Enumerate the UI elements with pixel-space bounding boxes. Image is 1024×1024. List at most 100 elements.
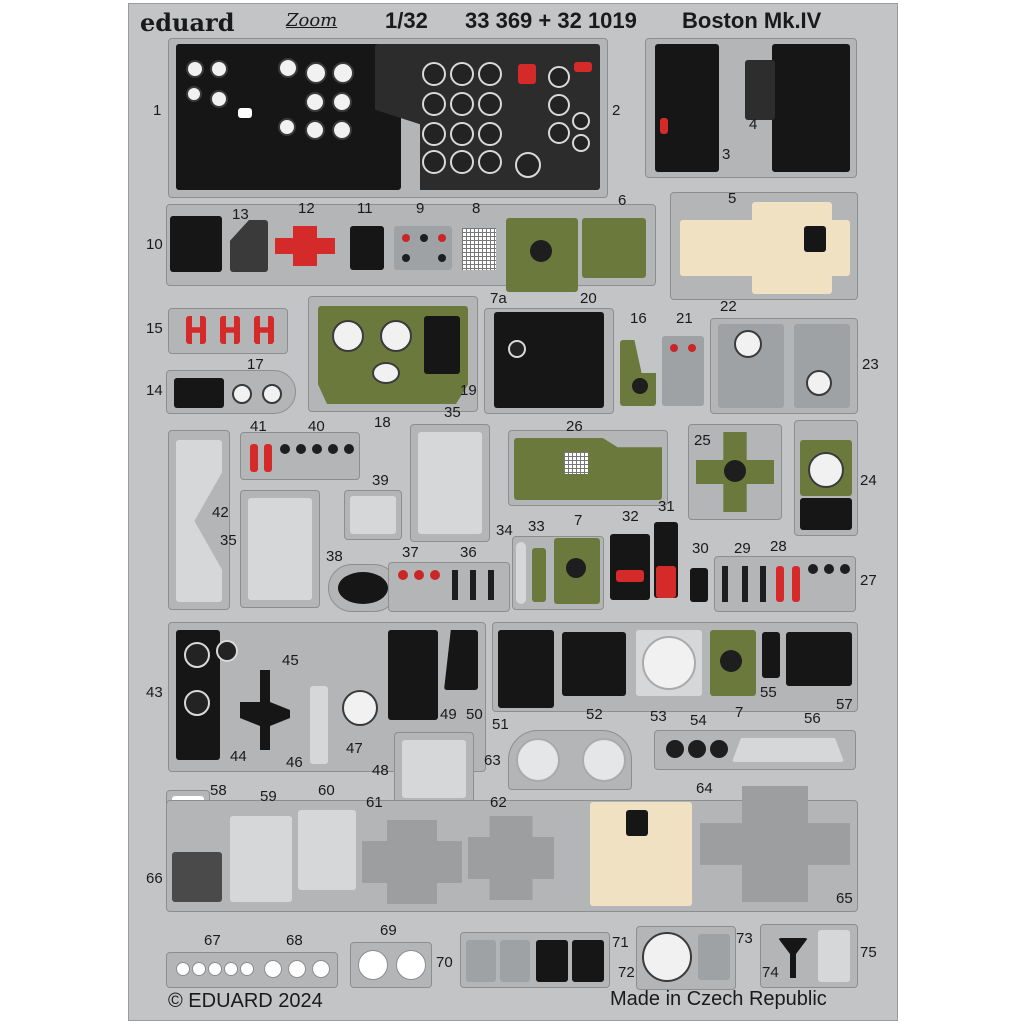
gauge	[450, 92, 474, 116]
part-37-knob	[398, 570, 408, 580]
part-label-68: 68	[286, 932, 303, 949]
part-54-knob	[710, 740, 728, 758]
frame-part-40-41	[240, 432, 360, 480]
part-29-switch	[722, 566, 728, 602]
part-68-disc	[288, 960, 306, 978]
part-40-knob	[344, 444, 354, 454]
part-label-12: 12	[298, 200, 315, 217]
part-56	[732, 738, 844, 762]
knob	[402, 254, 410, 262]
part-33	[532, 548, 546, 602]
part-label-19: 19	[460, 382, 477, 399]
part-label-54: 54	[690, 712, 707, 729]
part-20-panel	[494, 312, 604, 408]
part-label-9: 9	[416, 200, 425, 217]
part-57	[786, 632, 852, 686]
part-label-47: 47	[346, 740, 363, 757]
part-label-26: 26	[566, 418, 583, 435]
gauge	[422, 62, 446, 86]
part-71-b	[572, 940, 604, 982]
part-label-56: 56	[804, 710, 821, 727]
part-35-a	[248, 498, 312, 600]
part-label-45: 45	[282, 652, 299, 669]
part-label-18: 18	[374, 414, 391, 431]
part-38	[338, 572, 388, 604]
part-label-23: 23	[862, 356, 879, 373]
part-3-panel	[655, 44, 719, 172]
part-19-sub	[424, 316, 460, 374]
part-41-b	[264, 444, 272, 472]
part-27-knob	[808, 564, 818, 574]
part-label-24: 24	[860, 472, 877, 489]
part-36-switch	[452, 570, 458, 600]
part-75	[818, 930, 850, 982]
part-70-a	[466, 940, 496, 982]
gauge	[548, 94, 570, 116]
part-6	[582, 218, 646, 278]
part-label-74: 74	[762, 964, 779, 981]
part-11	[350, 226, 384, 270]
gauge	[332, 120, 352, 140]
part-label-4: 4	[749, 116, 758, 133]
gauge	[572, 134, 590, 152]
part-4-panel	[772, 44, 850, 172]
part-label-41: 41	[250, 418, 267, 435]
part-label-10: 10	[146, 236, 163, 253]
part-64-placard	[626, 810, 648, 836]
part-63-disc	[582, 738, 626, 782]
part-label-62: 62	[490, 794, 507, 811]
gauge	[278, 118, 296, 136]
gauge	[515, 152, 541, 178]
part-label-67: 67	[204, 932, 221, 949]
gauge	[478, 150, 502, 174]
part-15-c	[254, 316, 274, 344]
part-label-55: 55	[760, 684, 777, 701]
part-66	[172, 852, 222, 902]
frame-part-27-29	[714, 556, 856, 612]
part-label-66: 66	[146, 870, 163, 887]
part-label-1: 1	[153, 102, 162, 119]
part-40-knob	[296, 444, 306, 454]
part-15-a	[186, 316, 206, 344]
knob	[420, 234, 428, 242]
part-label-11: 11	[357, 200, 373, 217]
scale-label: 1/32	[385, 8, 428, 33]
part-40-knob	[280, 444, 290, 454]
part-label-40: 40	[308, 418, 325, 435]
part-36-switch	[470, 570, 476, 600]
part-9	[394, 226, 452, 270]
part-label-49: 49	[440, 706, 457, 723]
part-40-knob	[312, 444, 322, 454]
origin-text: Made in Czech Republic	[610, 988, 827, 1010]
gauge	[548, 66, 570, 88]
part-10	[170, 216, 222, 272]
part-label-7b: 7	[574, 512, 583, 529]
gauge	[508, 340, 526, 358]
knob	[438, 254, 446, 262]
gauge	[278, 58, 298, 78]
part-label-20: 20	[580, 290, 597, 307]
brand-logo: eduard	[140, 8, 235, 37]
part-label-52: 52	[586, 706, 603, 723]
part-72-dial	[642, 932, 692, 982]
part-27-knob	[824, 564, 834, 574]
part-label-6: 6	[618, 192, 627, 209]
part-label-57: 57	[836, 696, 853, 713]
part-label-64: 64	[696, 780, 713, 797]
part-label-42: 42	[212, 504, 229, 521]
part-label-65: 65	[836, 890, 853, 907]
part-label-46: 46	[286, 754, 303, 771]
part-17-dial	[232, 384, 252, 404]
part-71-a	[536, 940, 568, 982]
part-30	[690, 568, 708, 602]
part-67-disc	[208, 962, 222, 976]
part-label-16: 16	[630, 310, 647, 327]
gauge	[478, 92, 502, 116]
red-knob	[688, 344, 696, 352]
part-69-disc	[396, 950, 426, 980]
part-label-73: 73	[736, 930, 753, 947]
red-warning-block	[574, 62, 592, 72]
part-47-dial	[342, 690, 378, 726]
gauge	[478, 122, 502, 146]
gauge	[478, 62, 502, 86]
